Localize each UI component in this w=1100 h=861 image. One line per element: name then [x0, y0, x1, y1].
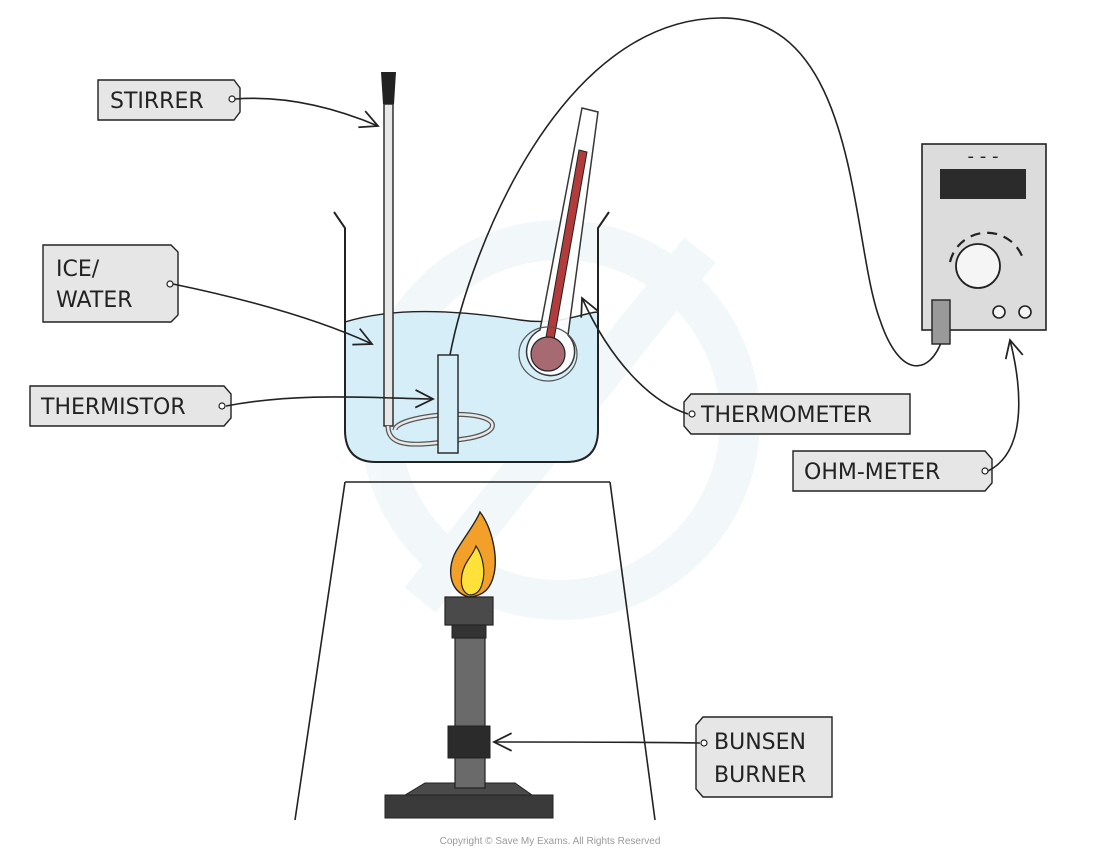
label-thermometer: THERMOMETER — [683, 393, 911, 435]
arrow-thermometer — [580, 296, 689, 415]
leader-arrows — [172, 97, 1024, 752]
arrow-ice-water — [172, 283, 374, 346]
arrow-stirrer — [234, 97, 380, 129]
label-ohm-meter: OHM-METER — [792, 450, 993, 492]
label-stirrer: STIRRER — [97, 79, 241, 121]
label-ice-text: ICE/ — [56, 257, 100, 282]
label-thermometer-text: THERMOMETER — [700, 403, 872, 428]
tripod-stand — [294, 481, 656, 821]
meter-terminal-right — [1018, 305, 1032, 319]
beaker-wall — [333, 211, 610, 463]
meter-display-marks: - - - — [968, 146, 999, 167]
meter-terminal-left — [992, 305, 1006, 319]
arrow-thermistor — [225, 389, 435, 409]
copyright-notice: Copyright © Save My Exams. All Rights Re… — [439, 836, 661, 847]
label-stirrer-text: STIRRER — [110, 89, 204, 114]
label-bunsen-burner: BUNSEN BURNER — [695, 716, 833, 798]
bunsen-burner — [384, 510, 554, 819]
meter-dial — [955, 243, 1001, 289]
label-thermistor-text: THERMISTOR — [40, 395, 186, 420]
meter-plug — [931, 299, 951, 345]
arrow-bunsen-burner — [492, 732, 701, 752]
thermistor — [437, 354, 459, 454]
ohm-meter: - - - — [921, 143, 1047, 345]
connecting-wire — [449, 17, 943, 367]
label-bunsen-text: BUNSEN — [714, 730, 806, 755]
label-ice-water: ICE/ WATER — [42, 244, 179, 323]
stirrer — [381, 72, 495, 447]
label-burner-text: BURNER — [714, 763, 806, 788]
label-thermistor: THERMISTOR — [29, 385, 232, 427]
arrow-ohm-meter — [987, 338, 1024, 472]
thermometer — [518, 107, 599, 382]
label-water-text: WATER — [56, 288, 133, 313]
label-ohm-meter-text: OHM-METER — [804, 460, 940, 485]
flame-inner — [460, 544, 485, 596]
